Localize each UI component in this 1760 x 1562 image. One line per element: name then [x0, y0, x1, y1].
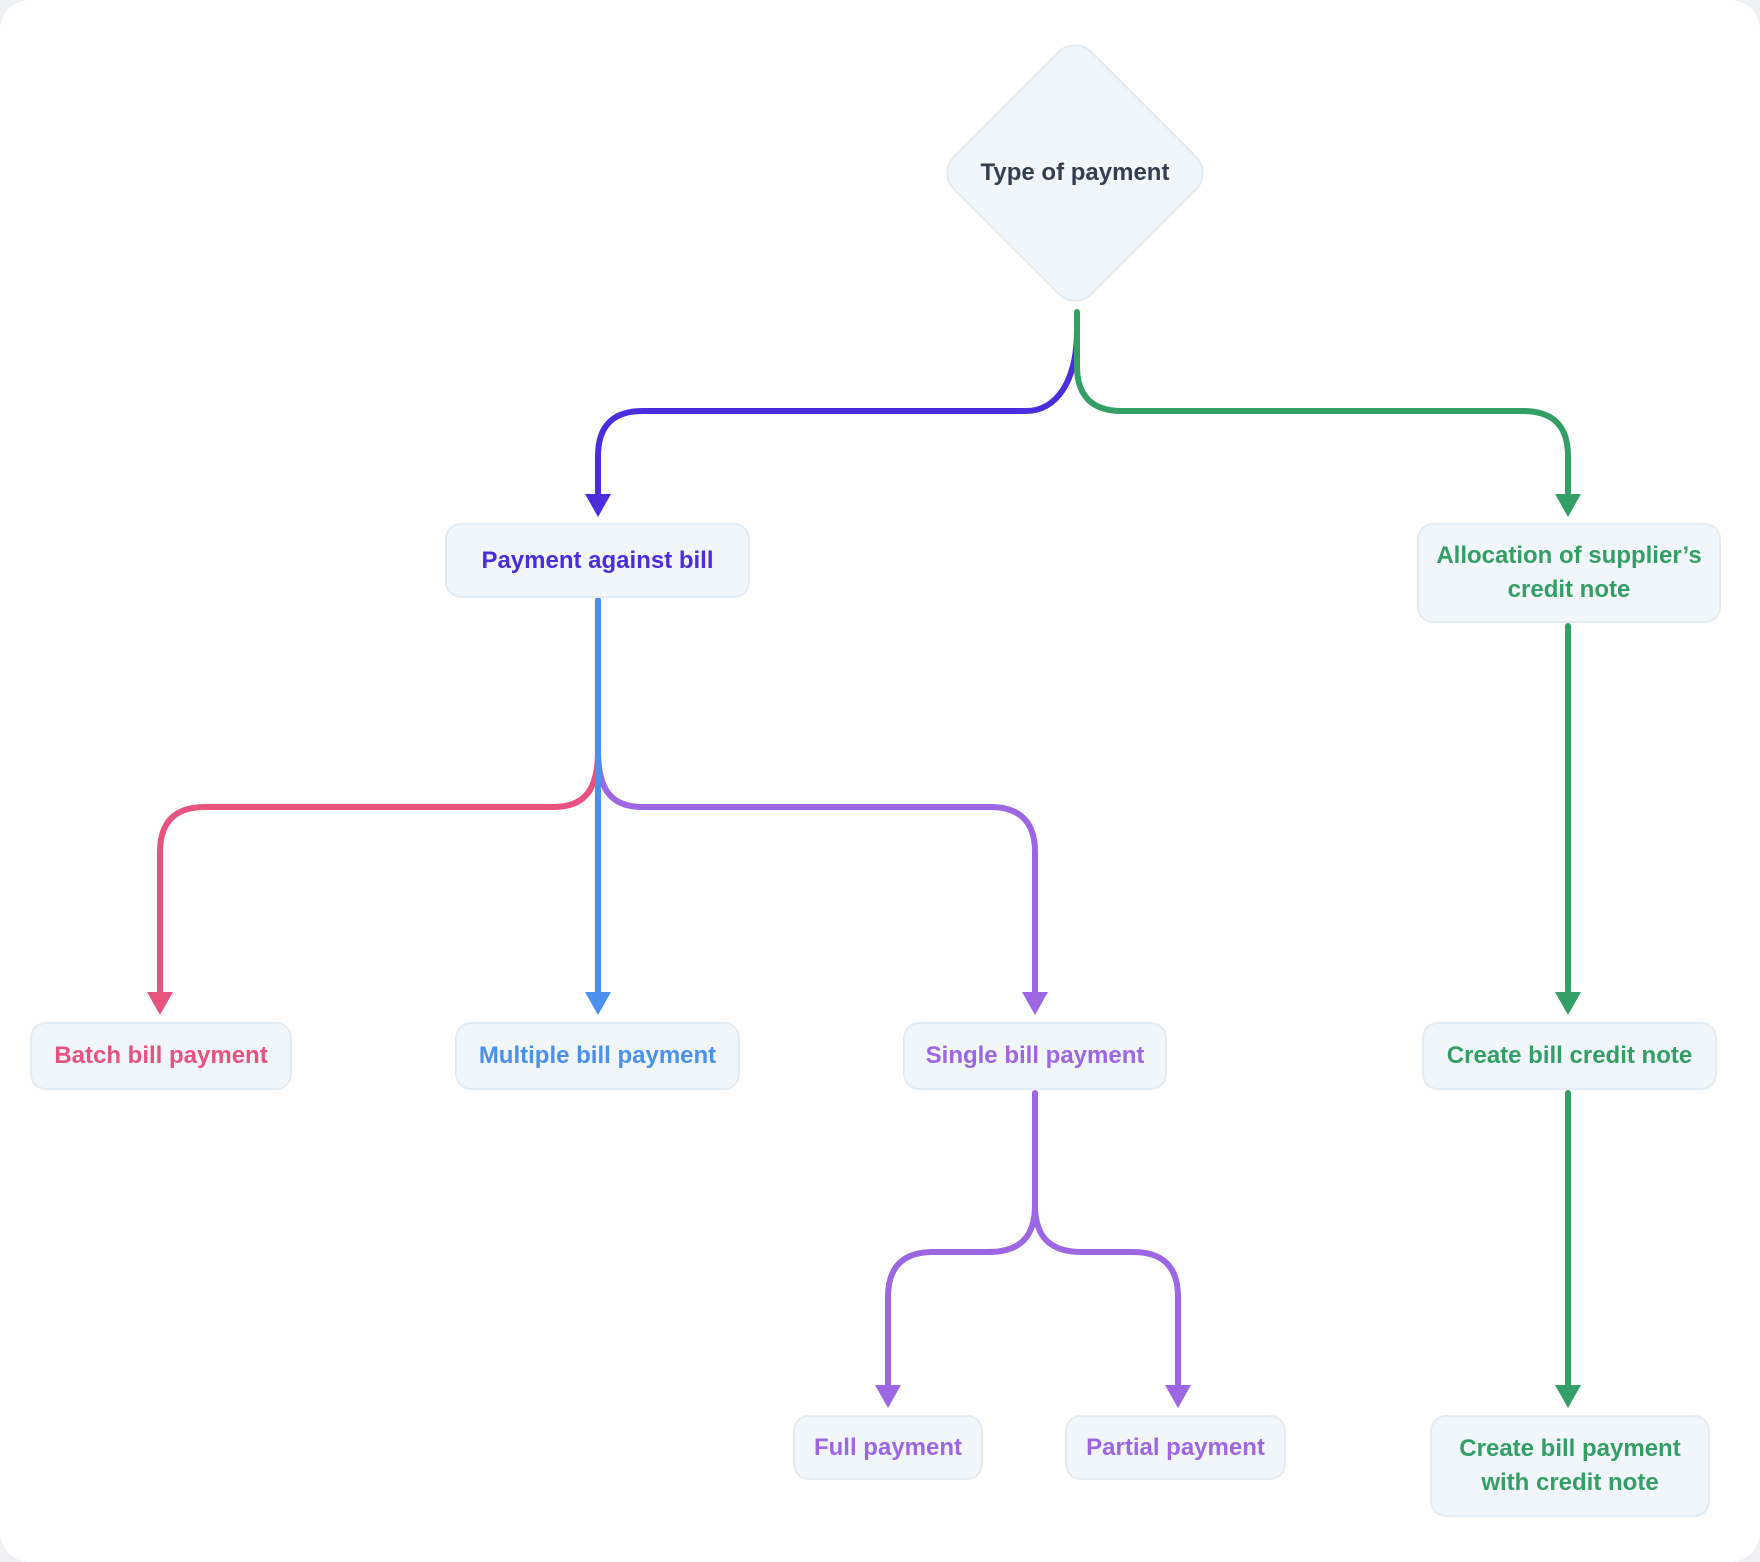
- arrowhead-create-bill-payment: [1555, 1385, 1581, 1408]
- node-label: Batch bill payment: [54, 1042, 268, 1070]
- node-label-line1: Create bill payment: [1459, 1435, 1681, 1463]
- arrowhead-full-payment: [875, 1385, 901, 1408]
- node-create-bill-payment-with-credit-note: Create bill payment with credit note: [1430, 1415, 1710, 1517]
- node-full-payment: Full payment: [793, 1415, 983, 1480]
- node-label: Payment against bill: [481, 546, 714, 574]
- node-label-line2: credit note: [1507, 576, 1631, 603]
- node-label: Create bill credit note: [1446, 1042, 1693, 1070]
- connector-single-to-partial-payment: [1032, 1202, 1181, 1387]
- decision-node-type-of-payment: Type of payment: [936, 34, 1214, 312]
- node-multiple-bill-payment: Multiple bill payment: [455, 1022, 740, 1090]
- node-batch-bill-payment: Batch bill payment: [30, 1022, 292, 1090]
- node-label-line1: Allocation of supplier’s: [1436, 542, 1702, 570]
- arrowhead-single-bill-payment: [1022, 992, 1048, 1015]
- node-payment-against-bill: Payment against bill: [445, 523, 750, 598]
- node-label: Full payment: [813, 1433, 963, 1461]
- node-allocation-of-suppliers-credit-note: Allocation of supplier’s credit note: [1417, 523, 1721, 623]
- node-create-bill-credit-note: Create bill credit note: [1422, 1022, 1717, 1090]
- arrowhead-multiple-bill-payment: [585, 992, 611, 1015]
- node-label: Single bill payment: [925, 1042, 1145, 1070]
- connector-single-to-full-payment: [885, 1090, 1038, 1387]
- arrowhead-batch-bill-payment: [147, 992, 173, 1015]
- connector-root-to-payment-against-bill: [595, 327, 1080, 496]
- node-label-line2: with credit note: [1481, 1469, 1659, 1496]
- decision-label: Type of payment: [980, 159, 1170, 186]
- node-partial-payment: Partial payment: [1065, 1415, 1286, 1480]
- connector-root-to-allocation: [1074, 309, 1571, 496]
- connector-to-single-bill-payment: [595, 747, 1038, 994]
- arrowhead-create-credit-note: [1555, 992, 1581, 1015]
- node-label: Multiple bill payment: [478, 1042, 717, 1070]
- node-single-bill-payment: Single bill payment: [903, 1022, 1167, 1090]
- arrowhead-partial-payment: [1165, 1385, 1191, 1408]
- arrowhead-allocation: [1555, 494, 1581, 517]
- arrowhead-payment-against-bill: [585, 494, 611, 517]
- connector-to-batch-bill-payment: [157, 747, 601, 994]
- node-label: Partial payment: [1086, 1433, 1265, 1461]
